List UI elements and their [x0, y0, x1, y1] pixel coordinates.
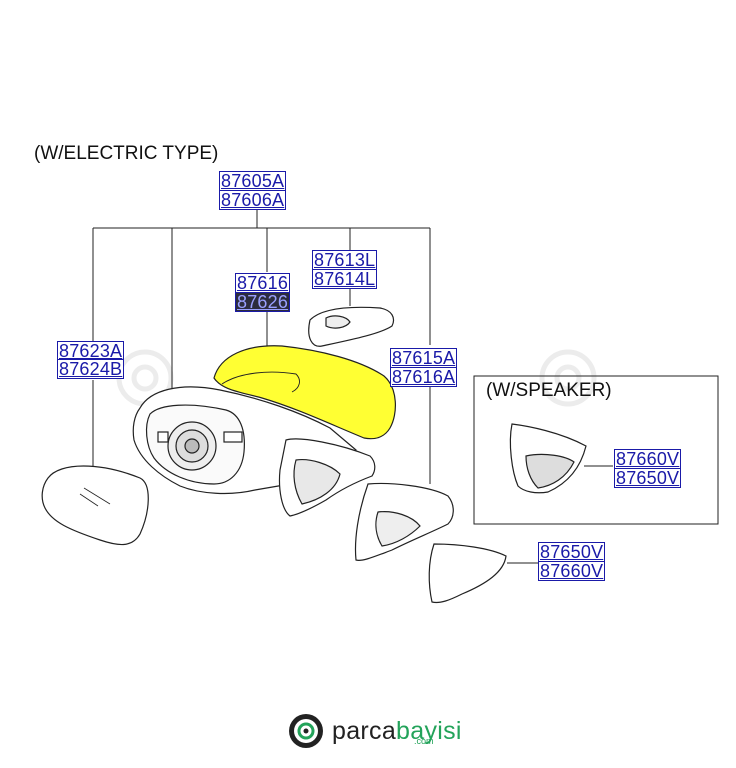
speaker-part-label-87650V[interactable]: 87650V: [614, 468, 682, 488]
mirror-glass-drawing: [41, 465, 149, 546]
part-label-87624B[interactable]: 87624B: [57, 359, 125, 379]
base-cover-drawing: [354, 482, 454, 561]
electric-type-heading: (W/ELECTRIC TYPE): [34, 143, 219, 164]
mirror-base-drawing: [278, 438, 376, 517]
part-label-87650V[interactable]: 87650V: [538, 542, 606, 562]
speaker-variant-box: [473, 375, 719, 525]
speaker-heading: (W/SPEAKER): [486, 380, 612, 401]
part-label-87606A[interactable]: 87606A: [219, 190, 287, 210]
part-label-87626-selected[interactable]: 87626: [235, 292, 291, 312]
brand-logo-suffix: .com: [414, 736, 434, 746]
side-lamp-drawing: [308, 306, 395, 347]
leader-lines: [92, 209, 613, 564]
brand-logo-icon: [289, 714, 323, 748]
brand-logo-text-a: parca: [332, 716, 397, 745]
part-label-87616[interactable]: 87616: [235, 273, 291, 293]
part-label-87616A[interactable]: 87616A: [390, 367, 458, 387]
brand-logo: parcabayisi: [288, 711, 462, 751]
speaker-cover-drawing: [509, 423, 587, 494]
part-label-87605A[interactable]: 87605A: [219, 171, 287, 191]
part-label-87615A[interactable]: 87615A: [390, 348, 458, 368]
mirror-cover-highlighted: [213, 345, 396, 440]
skull-cap-drawing: [428, 543, 507, 604]
brand-logo-text-b: bayisi: [396, 716, 462, 745]
part-label-87614L[interactable]: 87614L: [312, 269, 378, 289]
part-label-87623A[interactable]: 87623A: [57, 341, 125, 361]
brand-logo-text: parcabayisi: [332, 717, 462, 746]
part-label-87660V[interactable]: 87660V: [538, 561, 606, 581]
part-label-87613L[interactable]: 87613L: [312, 250, 378, 270]
speaker-part-label-87660V[interactable]: 87660V: [614, 449, 682, 469]
